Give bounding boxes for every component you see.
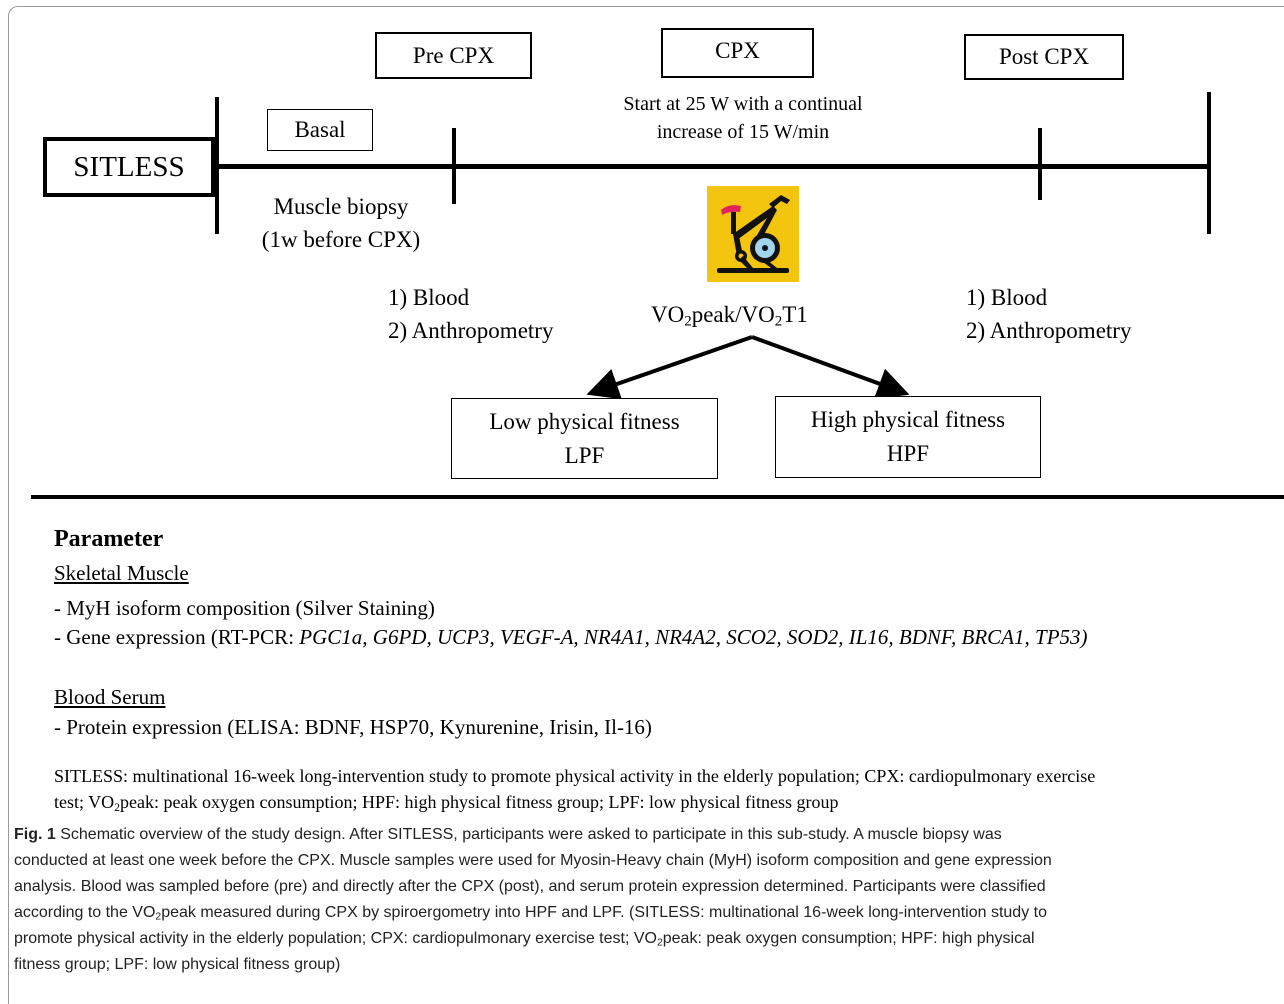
cpx-protocol-text: Start at 25 W with a continual increase … xyxy=(578,90,908,146)
gene-list: PGC1a, G6PD, UCP3, VEGF-A, NR4A1, NR4A2,… xyxy=(299,625,1088,649)
timeline-tick-pre xyxy=(452,128,456,204)
vo2-sub-2: 2 xyxy=(774,313,783,330)
timeline-line xyxy=(215,164,1211,169)
cpx-protocol-line1: Start at 25 W with a continual xyxy=(623,93,863,115)
caption-line6: fitness group; LPF: low physical fitness… xyxy=(14,956,341,973)
caption-line5-a: promote physical activity in the elderly… xyxy=(14,930,657,947)
muscle-biopsy-line1: Muscle biopsy xyxy=(273,194,409,219)
muscle-biopsy-line2: (1w before CPX) xyxy=(261,227,421,252)
skeletal-muscle-heading: Skeletal Muscle xyxy=(54,561,189,585)
post-item-blood: 1) Blood xyxy=(966,285,1048,310)
abbr-line2-a: test; VO xyxy=(54,792,115,812)
high-fitness-box: High physical fitness HPF xyxy=(775,396,1041,478)
post-item-anthropometry: 2) Anthropometry xyxy=(966,318,1132,343)
timeline-tick-post xyxy=(1038,128,1042,200)
arrow-to-lpf xyxy=(586,335,753,400)
caption-line4: according to the VO2peak measured during… xyxy=(14,900,1052,926)
blood-serum-heading: Blood Serum xyxy=(54,685,166,709)
cpx-box: CPX xyxy=(661,28,814,78)
timeline-tick-start xyxy=(215,97,219,234)
pre-item-blood: 1) Blood xyxy=(388,285,470,310)
caption-line5: promote physical activity in the elderly… xyxy=(14,926,1052,952)
post-cpx-box: Post CPX xyxy=(964,34,1124,80)
post-cpx-items: 1) Blood 2) Anthropometry xyxy=(966,281,1131,347)
abbreviations-line1: SITLESS: multinational 16-week long-inte… xyxy=(54,766,1096,786)
low-fitness-line1: Low physical fitness xyxy=(489,408,680,434)
basal-label: Basal xyxy=(294,117,346,142)
abbreviations: SITLESS: multinational 16-week long-inte… xyxy=(54,763,1095,815)
post-cpx-label: Post CPX xyxy=(998,44,1090,69)
caption-line2: conducted at least one week before the C… xyxy=(14,852,1052,869)
caption-line1-text: Schematic overview of the study design. … xyxy=(55,826,1002,843)
caption-label: Fig. 1 xyxy=(14,826,56,843)
vo2-text-a: VO xyxy=(651,302,685,327)
figure-frame xyxy=(8,6,1284,1004)
low-fitness-line2: LPF xyxy=(564,442,605,468)
arrow-to-hpf xyxy=(751,335,910,399)
caption-line5-sub: 2 xyxy=(656,937,663,949)
sitless-label: SITLESS xyxy=(73,150,185,183)
vo2-sub-1: 2 xyxy=(684,313,692,330)
section-divider xyxy=(31,495,1284,499)
low-fitness-box: Low physical fitness LPF xyxy=(451,398,718,479)
skeletal-item-gene-expression: - Gene expression (RT-PCR: PGC1a, G6PD, … xyxy=(54,622,1088,652)
caption-line3: analysis. Blood was sampled before (pre)… xyxy=(14,878,1046,895)
vo2-peak-label: VO2peak/VO2T1 xyxy=(651,300,808,330)
timeline-tick-end xyxy=(1207,92,1211,234)
pre-cpx-box: Pre CPX xyxy=(375,32,532,79)
parameter-heading: Parameter xyxy=(54,526,164,552)
pre-cpx-label: Pre CPX xyxy=(412,42,495,68)
abbr-line2-b: peak: peak oxygen consumption; HPF: high… xyxy=(120,792,839,812)
sitless-box: SITLESS xyxy=(43,137,215,197)
pre-item-anthropometry: 2) Anthropometry xyxy=(388,318,554,343)
abbreviations-line2: test; VO2peak: peak oxygen consumption; … xyxy=(54,789,1095,815)
skeletal-item-myh: - MyH isoform composition (Silver Staini… xyxy=(54,596,435,620)
vo2-text-b: peak/VO xyxy=(691,302,775,327)
blood-item-protein: - Protein expression (ELISA: BDNF, HSP70… xyxy=(54,715,652,739)
caption-line5-b: peak: peak oxygen consumption; HPF: high… xyxy=(662,930,1035,947)
pre-cpx-items: 1) Blood 2) Anthropometry xyxy=(388,281,553,347)
cpx-label: CPX xyxy=(715,38,760,63)
caption-line4-sub: 2 xyxy=(155,911,162,923)
caption-line4-a: according to the VO xyxy=(14,904,156,921)
high-fitness-line2: HPF xyxy=(886,441,930,466)
gene-expression-prefix: - Gene expression (RT-PCR: xyxy=(54,625,300,649)
caption-line4-b: peak measured during CPX by spiroergomet… xyxy=(161,904,1047,921)
abbr-line2-sub: 2 xyxy=(114,800,121,814)
caption-line1: Fig. 1 Schematic overview of the study d… xyxy=(14,822,1052,848)
muscle-biopsy-text: Muscle biopsy (1w before CPX) xyxy=(236,190,446,256)
cpx-protocol-line2: increase of 15 W/min xyxy=(656,121,830,143)
high-fitness-line1: High physical fitness xyxy=(810,407,1006,432)
figure-caption: Fig. 1 Schematic overview of the study d… xyxy=(14,822,1052,978)
exercise-bike-icon xyxy=(707,186,799,282)
basal-box: Basal xyxy=(267,109,373,151)
vo2-text-c: T1 xyxy=(782,302,808,327)
